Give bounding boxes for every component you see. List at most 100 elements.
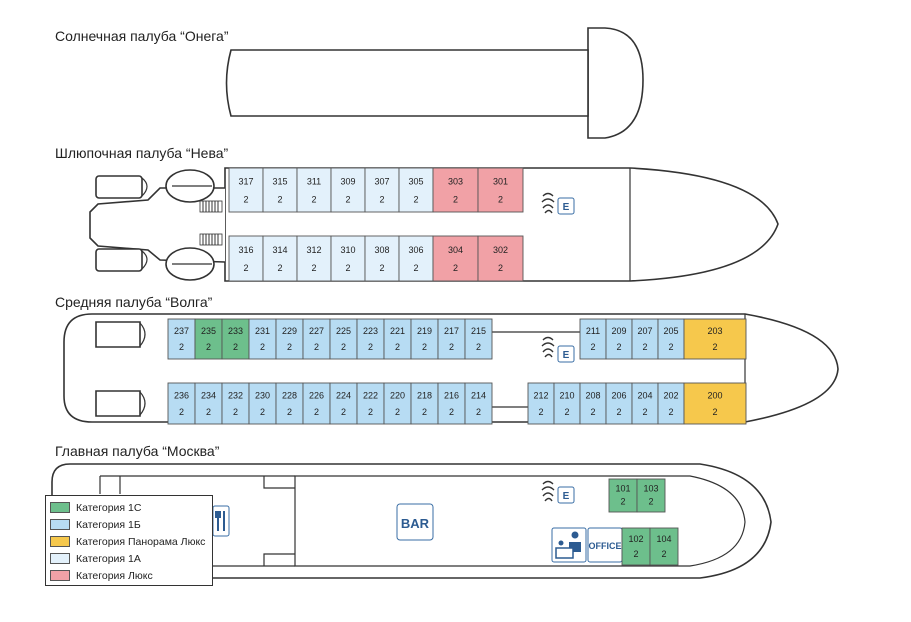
cabin-number: 310 — [340, 245, 355, 255]
cabin-number: 212 — [533, 391, 548, 401]
cabin-cell — [296, 235, 332, 282]
cabin-cell — [383, 318, 412, 360]
legend-swatch — [50, 502, 70, 513]
cabin-212[interactable]: 212 2 — [527, 382, 555, 425]
cabin-cell — [329, 318, 358, 360]
cabin-number: 207 — [637, 326, 652, 336]
cabin-capacity: 2 — [712, 342, 717, 352]
cabin-cell — [657, 318, 685, 360]
cabin-number: 312 — [306, 245, 321, 255]
cabin-303[interactable]: 303 2 — [432, 167, 479, 213]
cabin-capacity: 2 — [341, 342, 346, 352]
cabin-cell — [194, 382, 223, 425]
legend-item: Категория Панорама Люкс — [50, 533, 208, 550]
legend-label: Категория 1Б — [76, 518, 141, 531]
cabin-capacity: 2 — [642, 407, 647, 417]
cabin-cell — [221, 382, 250, 425]
cabin-number: 211 — [586, 326, 600, 336]
legend-item: Категория 1С — [50, 499, 208, 516]
cabin-capacity: 2 — [260, 407, 265, 417]
cabin-cell — [167, 382, 196, 425]
legend-item: Категория Люкс — [50, 567, 208, 584]
cabin-number: 206 — [611, 391, 626, 401]
legend-swatch — [50, 519, 70, 530]
cabin-capacity: 2 — [661, 549, 666, 559]
cabin-cell — [356, 382, 385, 425]
cabin-capacity: 2 — [422, 407, 427, 417]
cabin-cell — [364, 235, 400, 282]
cabin-number: 303 — [448, 177, 463, 187]
cabin-capacity: 2 — [633, 549, 638, 559]
cabin-cell — [275, 382, 304, 425]
cabin-number: 314 — [272, 245, 287, 255]
cabin-number: 317 — [238, 177, 253, 187]
cabin-capacity: 2 — [538, 407, 543, 417]
cabin-number: 307 — [374, 177, 389, 187]
cabin-number: 316 — [238, 245, 253, 255]
cabin-capacity: 2 — [642, 342, 647, 352]
cabin-cell — [296, 167, 332, 213]
cabin-capacity: 2 — [277, 194, 282, 204]
cabin-number: 233 — [228, 326, 243, 336]
cabin-capacity: 2 — [453, 194, 458, 204]
spiral-stair-icon-boat — [541, 192, 555, 214]
legend-swatch — [50, 570, 70, 581]
